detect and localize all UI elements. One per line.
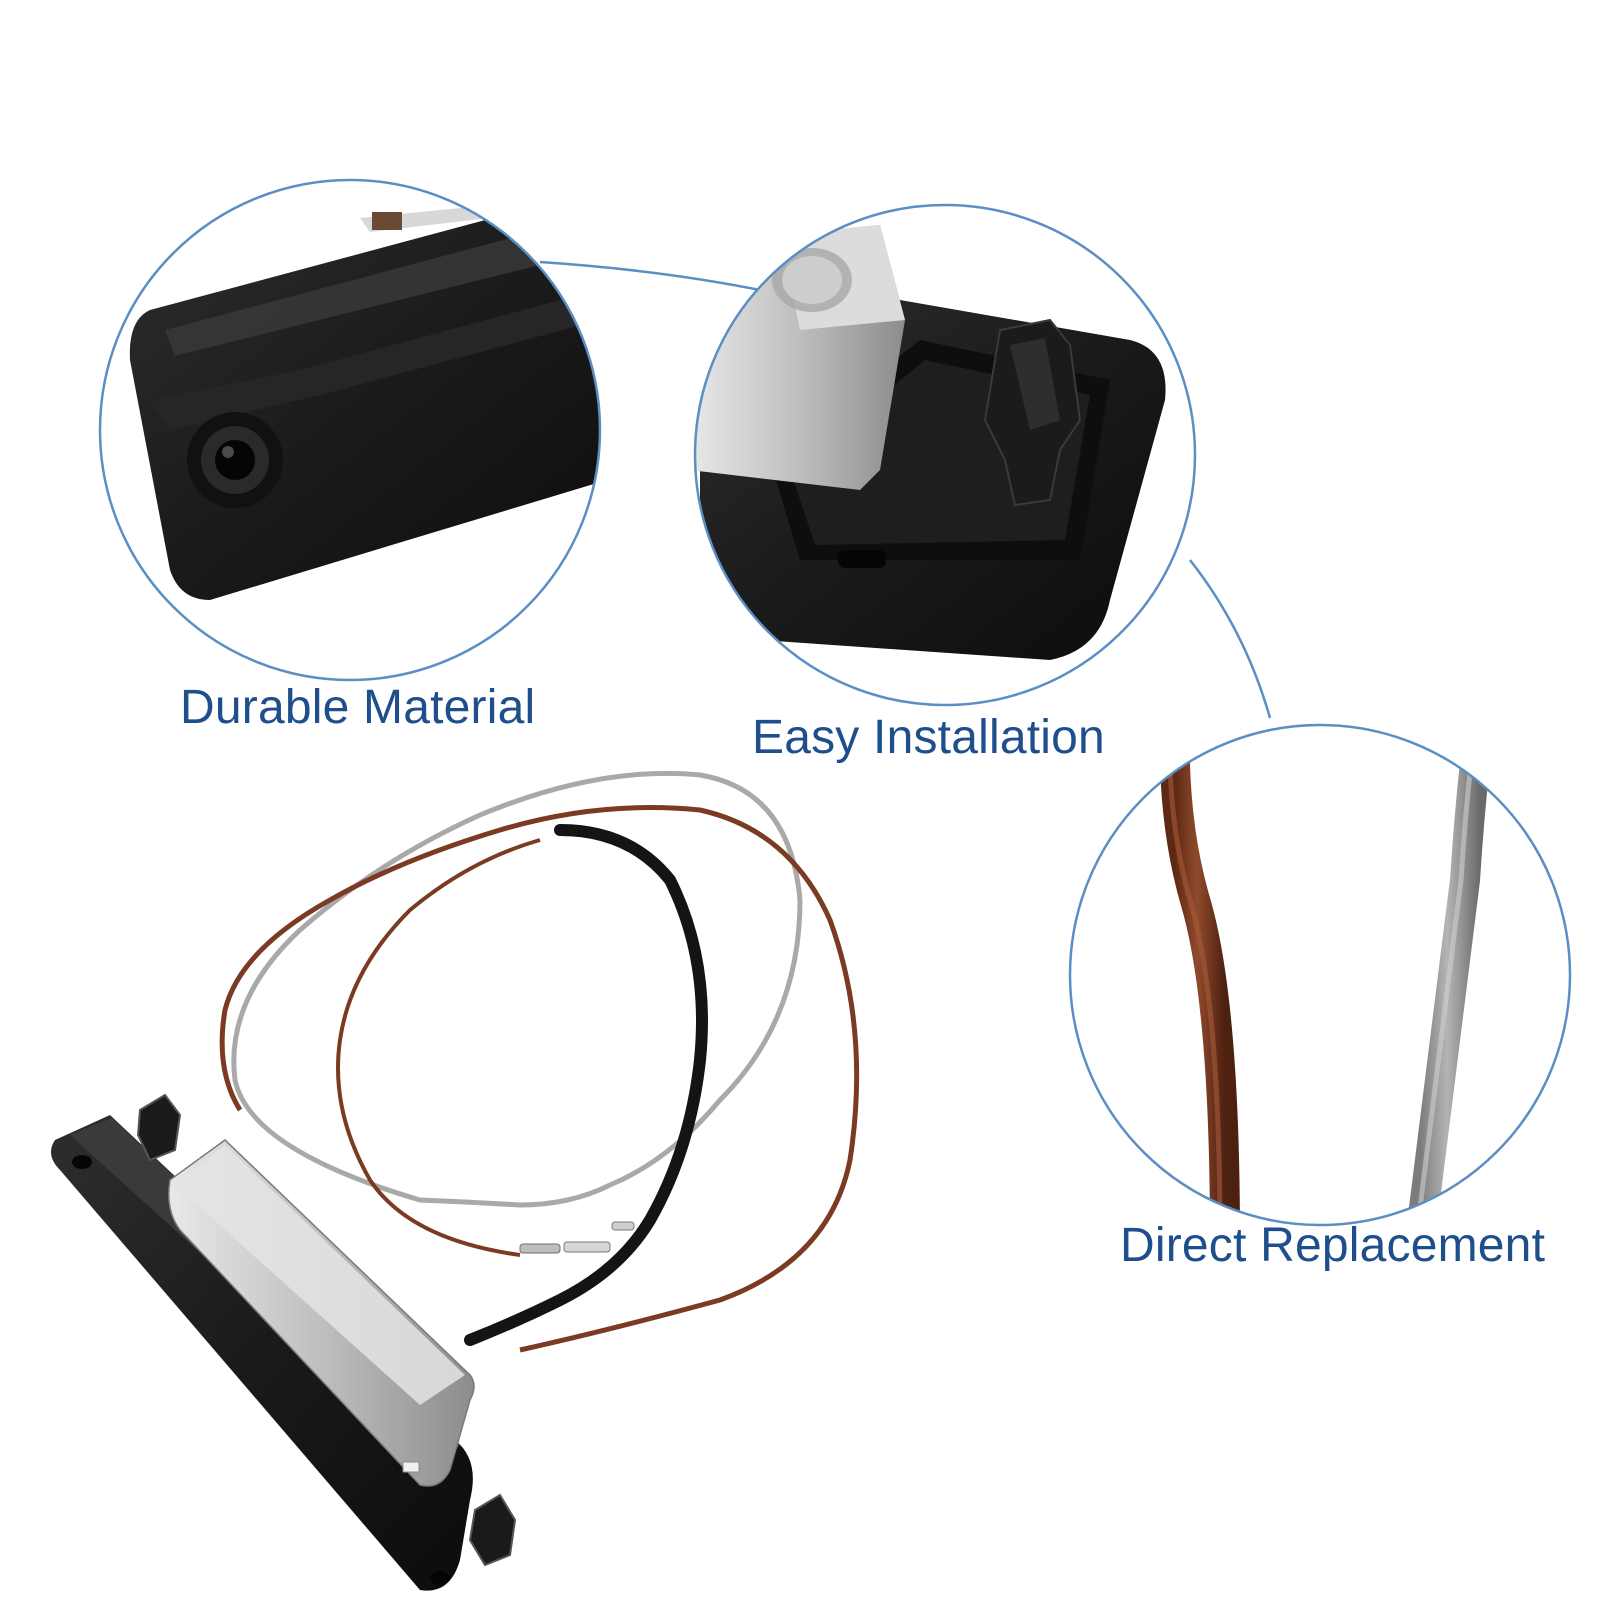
mounting-clip [136,1093,182,1162]
callout-connector-line [1189,559,1272,719]
feature-label-easy-installation: Easy Installation [752,711,1105,764]
license-plate-light-assembly [51,770,860,1591]
gray-wire [231,770,803,1208]
callout-durable-material [98,178,602,682]
light-housing-base [51,1115,473,1591]
feature-label-direct-replacement: Direct Replacement [1120,1219,1546,1272]
brown-wire [219,805,860,1353]
callout-direct-replacement [1068,723,1572,1227]
feature-label-durable-material: Durable Material [180,681,536,734]
callout-easy-installation [693,203,1197,707]
callout-circle [693,203,1197,707]
callout-circle [1068,723,1572,1227]
callout-circle [98,178,602,682]
mounting-clip [468,1493,517,1567]
callout-connector-line [539,260,761,292]
black-wire [464,824,708,1346]
